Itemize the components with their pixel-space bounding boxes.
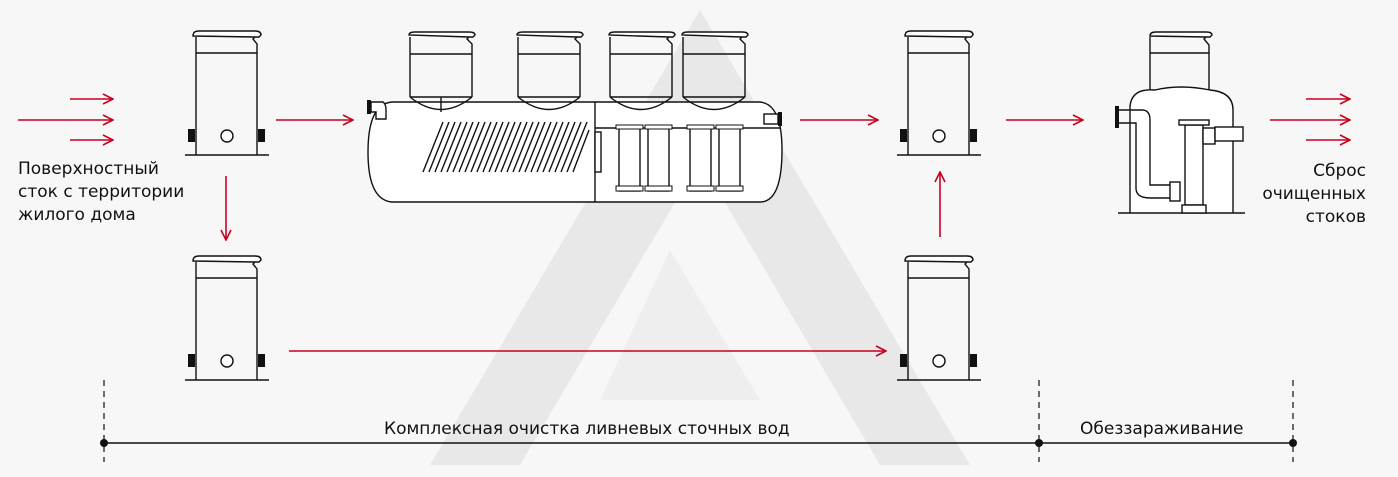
bypass-well-icon (184, 255, 270, 381)
uv-disinfection-unit-icon (1115, 31, 1245, 214)
lamella-hatching (422, 121, 590, 173)
inflow-label: Поверхностный сток с территории жилого д… (18, 159, 185, 225)
stage-label-treatment: Комплексная очистка ливневых сточных вод (384, 419, 790, 439)
filter-cartridges (615, 124, 744, 192)
collector-well-icon (896, 30, 982, 156)
stage-timeline (100, 380, 1297, 462)
outflow-arrows (1270, 99, 1350, 140)
watermark-logo (430, 10, 970, 465)
distribution-well-icon (184, 30, 270, 156)
treatment-tank-icon (367, 31, 783, 203)
inflow-arrows (18, 99, 113, 140)
flow-arrows (226, 120, 1083, 351)
stage-label-disinfection: Обеззараживание (1080, 419, 1244, 439)
bypass-outlet-well-icon (896, 255, 982, 381)
outflow-label: Сброс очищенных стоков (1262, 161, 1366, 227)
